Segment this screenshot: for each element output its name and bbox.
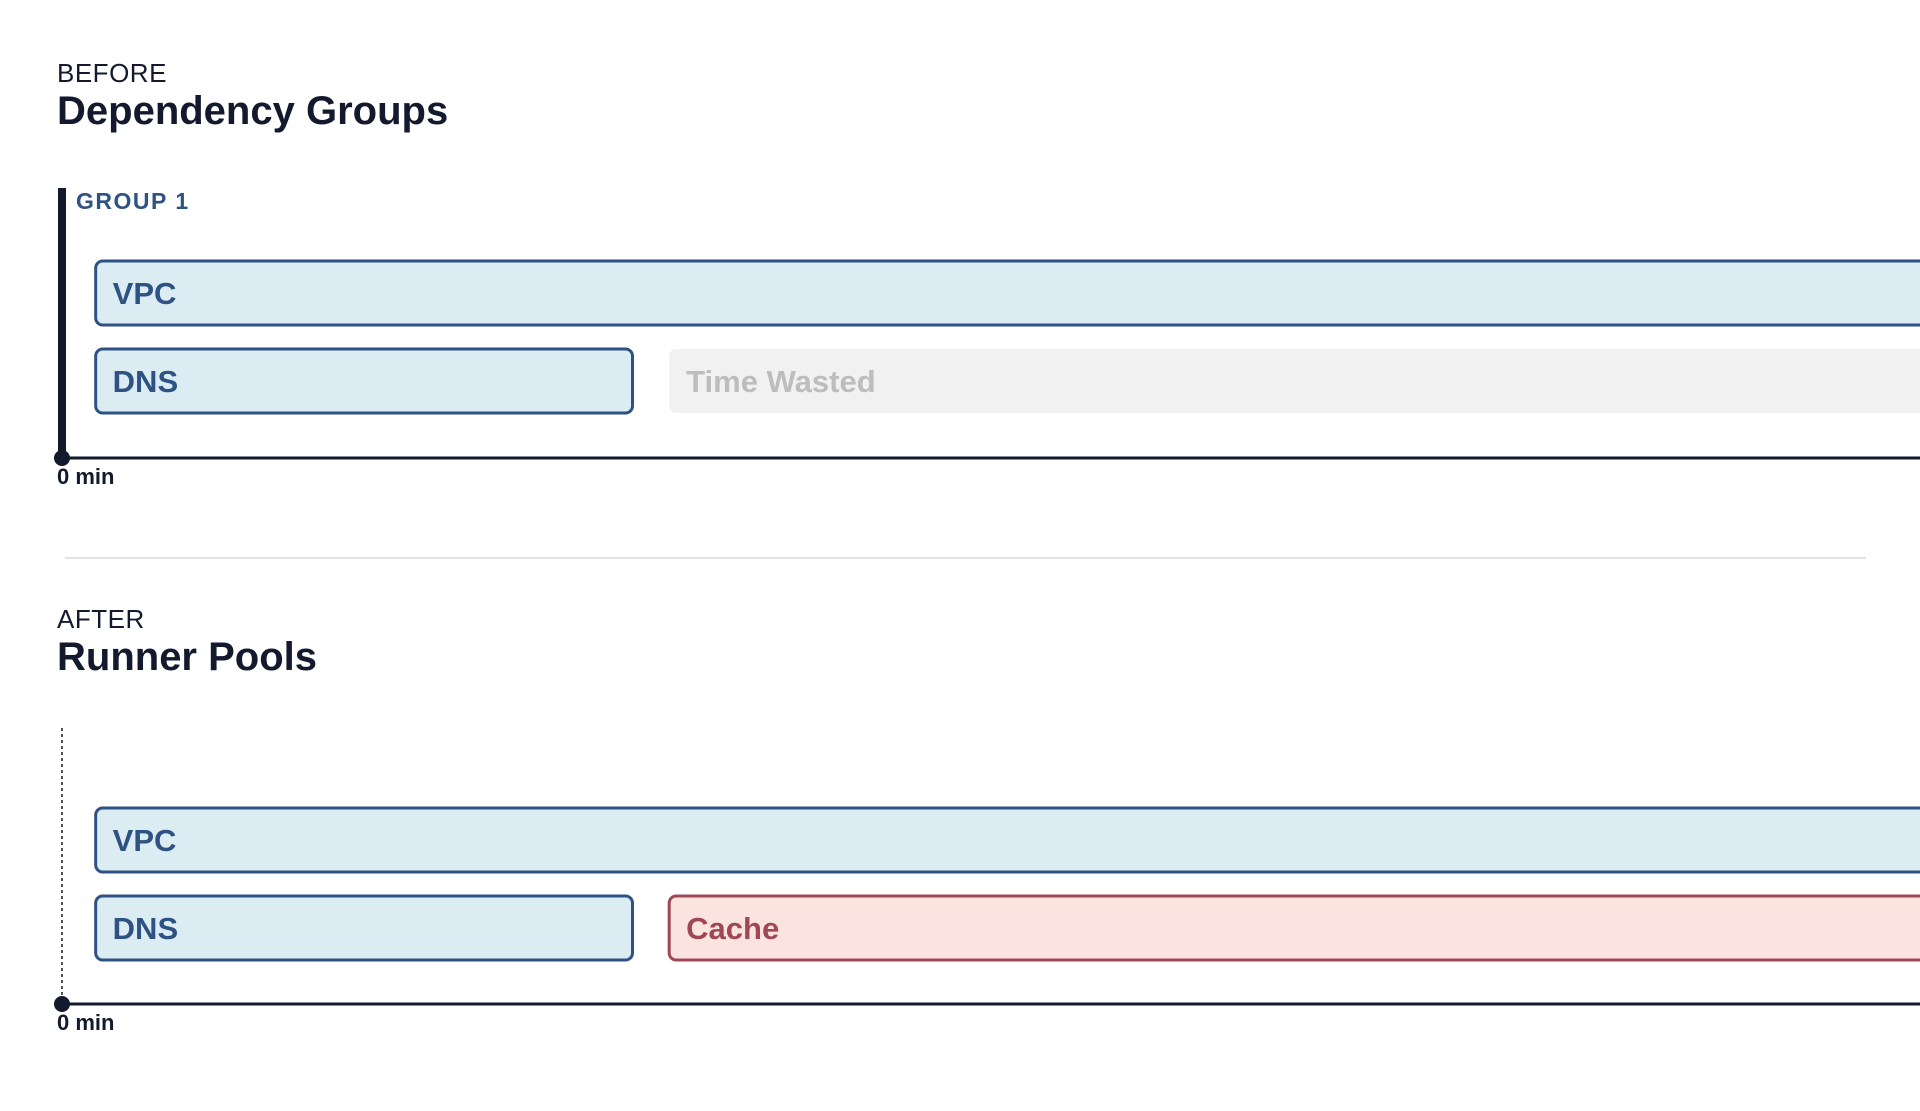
after-tick-label: 0 min <box>57 1010 114 1035</box>
before-bar-label-time-wasted: Time Wasted <box>686 364 876 399</box>
before-section-title: Dependency Groups <box>57 89 448 133</box>
after-axis-origin-dot <box>54 996 70 1012</box>
before-section-label: BEFORE <box>57 58 167 88</box>
before-bar-time-wasted <box>669 349 1920 413</box>
after-bar-vpc <box>94 806 1920 874</box>
before-bar-label-dns: DNS <box>113 364 178 399</box>
before-bar-dns <box>94 347 635 415</box>
after-bar-cache <box>667 894 1920 962</box>
after-bar-label-vpc: VPC <box>113 823 177 858</box>
after-section-title: Runner Pools <box>57 635 317 679</box>
before-group-label-group-1: GROUP 1 <box>76 188 190 214</box>
before-axis-origin-dot <box>54 450 70 466</box>
before-bar-vpc <box>94 259 1920 327</box>
before-tick-label: 0 min <box>57 464 114 489</box>
before-bar-label-vpc: VPC <box>113 276 177 311</box>
after-bar-dns <box>94 894 635 962</box>
after-bar-label-dns: DNS <box>113 911 178 946</box>
after-bar-label-cache: Cache <box>686 911 779 946</box>
after-chart: VPCDatabaseAppTime SavedDNSCache0 min5 m… <box>54 728 1920 1035</box>
before-chart: GROUP 1GROUP 2GROUP 3VPCDNSTime WastedDa… <box>54 188 1920 489</box>
after-section-label: AFTER <box>57 604 145 634</box>
